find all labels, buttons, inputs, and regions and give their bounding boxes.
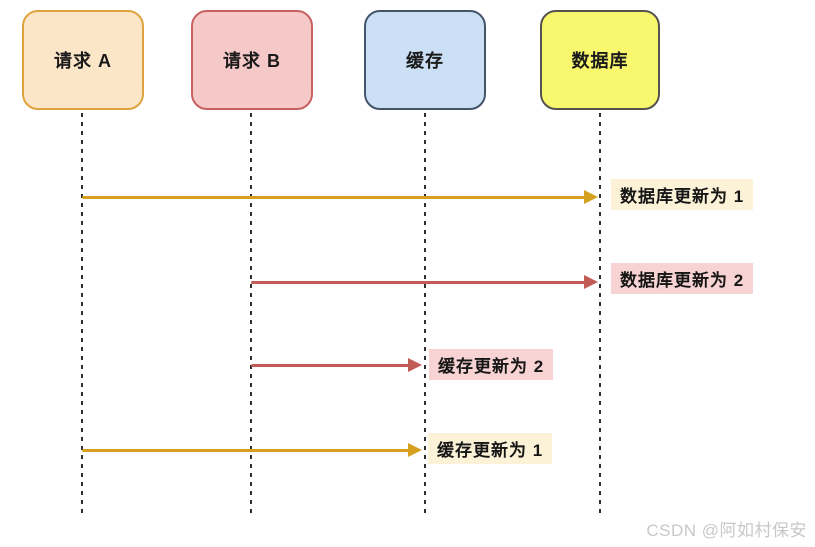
arrow-shaft: [82, 448, 410, 452]
message-label-cache-update-1: 缓存更新为 1: [428, 433, 553, 464]
arrow-request-a-to-database: [82, 190, 598, 204]
actor-label-database: 数据库: [571, 51, 629, 71]
lifeline-database: [599, 113, 601, 518]
arrow-request-b-to-database: [251, 275, 598, 289]
actor-box-request-b: 请求 B: [191, 10, 313, 110]
arrow-shaft: [82, 195, 586, 199]
lifeline-cache: [424, 113, 426, 518]
actor-box-database: 数据库: [540, 10, 660, 110]
actor-box-cache: 缓存: [364, 10, 486, 110]
lifeline-request-a: [81, 113, 83, 518]
actor-label-request-a: 请求 A: [54, 51, 112, 71]
arrowhead-icon: [408, 358, 422, 372]
lifeline-request-b: [250, 113, 252, 518]
message-label-db-update-1: 数据库更新为 1: [611, 179, 754, 210]
arrowhead-icon: [584, 190, 598, 204]
arrow-shaft: [251, 363, 410, 367]
message-label-db-update-2: 数据库更新为 2: [611, 263, 754, 294]
message-label-cache-update-2: 缓存更新为 2: [429, 349, 554, 380]
actor-label-request-b: 请求 B: [223, 51, 281, 71]
arrow-request-a-to-cache: [82, 443, 422, 457]
arrow-request-b-to-cache: [251, 358, 422, 372]
actor-box-request-a: 请求 A: [22, 10, 144, 110]
actor-label-cache: 缓存: [406, 51, 444, 71]
arrowhead-icon: [584, 275, 598, 289]
csdn-watermark: CSDN @阿如村保安: [646, 521, 807, 540]
arrowhead-icon: [408, 443, 422, 457]
arrow-shaft: [251, 280, 586, 284]
